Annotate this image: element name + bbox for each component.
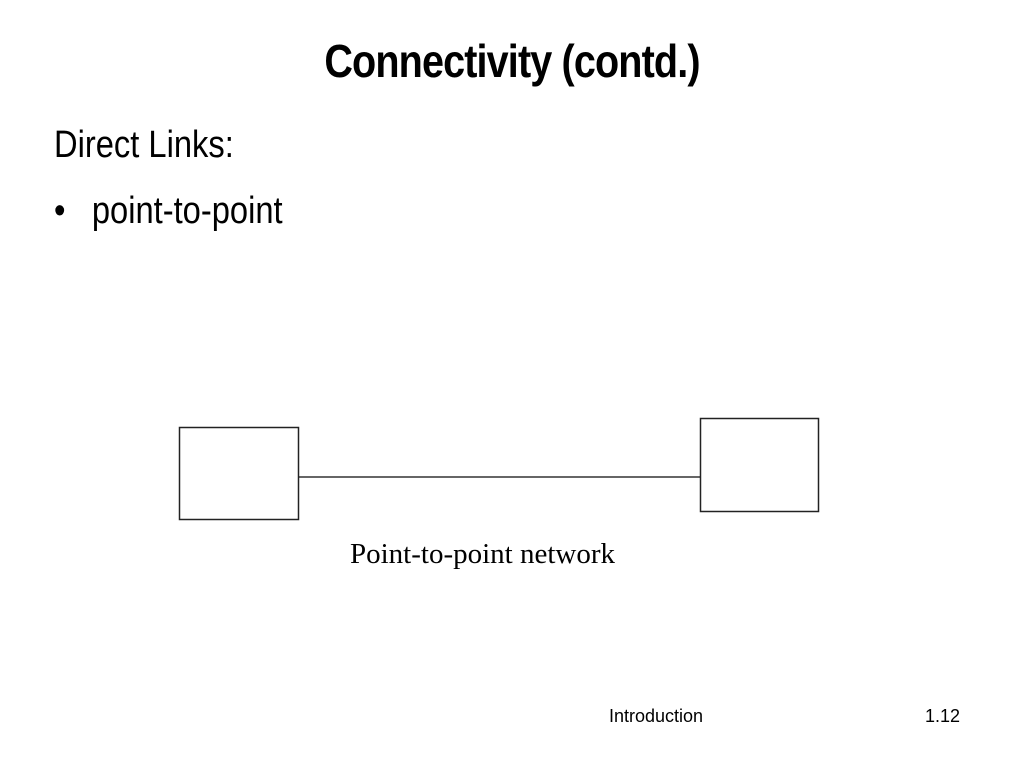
bullet-text: point-to-point xyxy=(91,190,283,232)
section-heading: Direct Links: xyxy=(54,124,234,166)
node-right xyxy=(699,417,820,513)
bullet-item: • point-to-point xyxy=(54,190,283,233)
footer-page-number: 1.12 xyxy=(925,706,961,726)
diagram-caption: Point-to-point network xyxy=(350,538,616,570)
slide-title: Connectivity (contd.) xyxy=(324,35,700,87)
node-left xyxy=(178,426,300,521)
bullet-marker: • xyxy=(54,190,66,232)
footer-section: Introduction xyxy=(609,706,704,726)
